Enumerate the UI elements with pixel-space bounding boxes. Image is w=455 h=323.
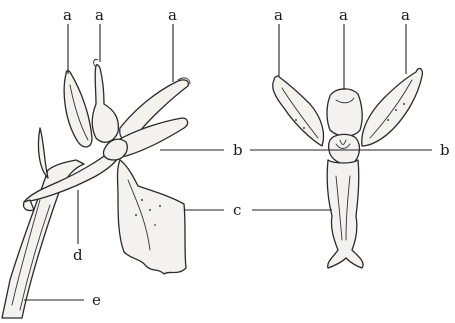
left-flower-drawing bbox=[2, 59, 190, 318]
label-a-right-2: a bbox=[339, 6, 348, 24]
right-flower-drawing bbox=[273, 69, 423, 268]
leader-lines bbox=[24, 24, 432, 300]
label-e: e bbox=[92, 291, 101, 309]
label-a-right-1: a bbox=[274, 6, 283, 24]
label-b-right: b bbox=[440, 141, 450, 159]
label-a-left-2: a bbox=[95, 6, 104, 24]
label-d: d bbox=[73, 246, 83, 264]
label-a-left-3: a bbox=[168, 6, 177, 24]
label-a-left-1: a bbox=[63, 6, 72, 24]
label-a-right-3: a bbox=[401, 6, 410, 24]
label-c: c bbox=[233, 201, 241, 219]
label-b-left: b bbox=[233, 141, 243, 159]
